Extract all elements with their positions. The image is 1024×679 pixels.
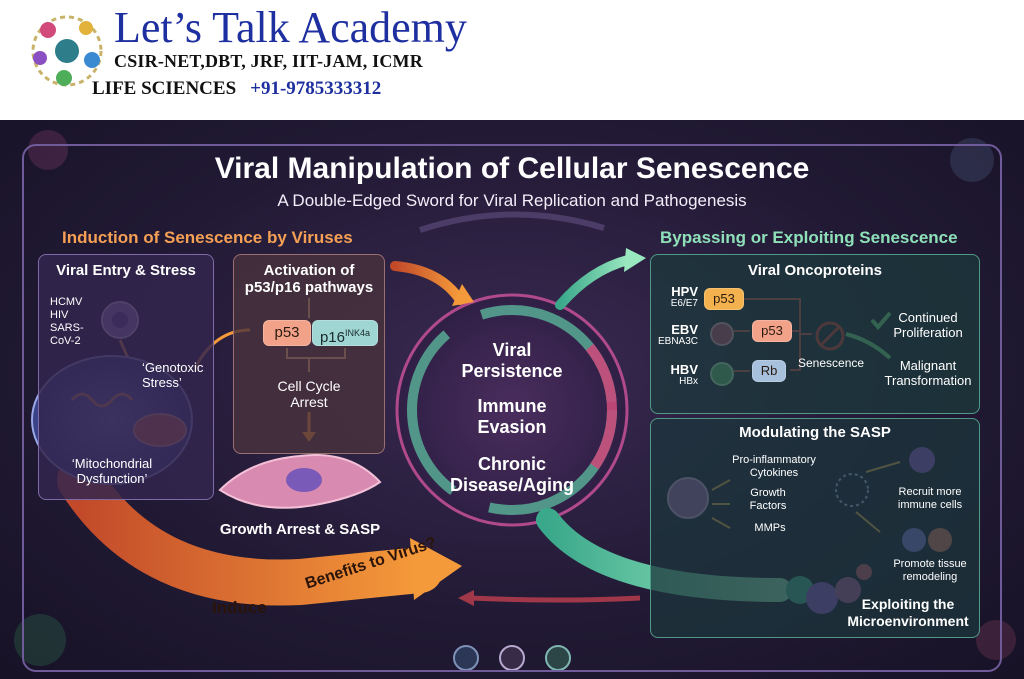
continued-proliferation-label: Continued Proliferation [893,310,962,340]
hbv-sub: HBx [679,376,698,387]
cytokines-line2: Cytokines [749,467,799,479]
brand-subtitle: CSIR-NET,DBT, JRF, IIT-JAM, ICMR [114,51,423,71]
cytokines-label: Pro-inflammatory Cytokines [732,454,816,480]
growth-arrest-label: Growth Arrest & SASP [219,521,381,538]
p16-pill: p16INK4a [312,320,378,346]
senescence-label: Senescence [798,356,865,370]
exploit-line2: Microenvironment [847,613,969,629]
decorative-virus-icon [14,130,1016,666]
genotoxic-label: ‘Genotoxic Stress’ [142,360,203,390]
virus-hcmv: HCMV [50,296,83,308]
arrest-line1: Cell Cycle [277,378,341,394]
header-banner: Let’s Talk Academy CSIR-NET,DBT, JRF, II… [0,0,1024,120]
continued-line1: Continued [898,310,958,325]
hpv-sub: E6/E7 [670,298,698,309]
hpv-name: HPV [671,284,698,299]
persistence-line2: Persistence [461,361,563,381]
p16-label: p16 [319,329,345,346]
exploit-line1: Exploiting the [861,596,955,612]
malignant-transformation-label: Malignant Transformation [885,358,972,388]
arrest-line2: Arrest [290,394,328,410]
arrow-to-center [390,261,465,305]
growth-line1: Growth [750,487,786,499]
genotoxic-line1: ‘Genotoxic [142,360,204,375]
mito-line2: Dysfunction’ [76,471,148,486]
pathway-panel [233,254,385,454]
poster-subtitle: A Double-Edged Sword for Viral Replicati… [277,191,747,210]
tissue-label: Promote tissue remodeling [893,558,966,584]
growth-line2: Factors [749,500,787,512]
oncoproteins-title: Viral Oncoproteins [748,262,882,279]
brand-life-sciences: LIFE SCIENCES [92,78,237,99]
pathway-title: Activation of p53/p16 pathways [245,262,373,296]
sasp-panel [650,418,980,638]
brand-phone: +91-9785333312 [250,78,382,99]
hbv-name: HBV [670,362,698,377]
poster-frame [22,144,1002,672]
pathway-title-line1: Activation of [263,262,355,279]
malignant-line1: Malignant [899,358,957,373]
continued-line2: Proliferation [893,325,963,340]
hbv-label: HBV HBx [650,362,698,388]
brand-line3: LIFE SCIENCES +91-9785333312 [92,78,381,100]
chronic-line1: Chronic [477,454,547,474]
oncoproteins-panel [650,254,980,414]
onco-p53b-pill: p53 [752,320,792,342]
induce-label: Induce [212,598,267,617]
arrow-to-bypass [555,255,633,310]
academy-logo-icon [31,15,103,87]
viral-entry-title: Viral Entry & Stress [56,262,196,279]
brand-title: Let’s Talk Academy [114,3,467,52]
tissue-line1: Promote tissue [893,558,967,570]
p53-pill: p53 [263,320,311,346]
return-arrow [469,595,641,603]
virus-hiv: HIV [50,309,69,321]
ebv-label: EBV EBNA3C [640,322,698,348]
pathway-title-line2: p53/p16 pathways [244,279,374,296]
mmps-label: MMPs [754,522,786,534]
induce-arrow [57,457,443,606]
evasion-line2: Evasion [477,417,547,437]
viral-entry-panel [38,254,214,500]
onco-p53-pill: p53 [704,288,744,310]
virus-list: HCMV HIV SARS- CoV-2 [50,296,84,348]
growth-factors-label: Growth Factors [750,487,787,513]
infographic: Viral Manipulation of Cellular Senescenc… [0,120,1024,679]
mito-label: ‘Mitochondrial Dysfunction’ [72,456,152,486]
persistence-line1: Viral [492,340,532,360]
bypass-section-title: Bypassing or Exploiting Senescence [660,228,958,247]
chronic-disease-label: Chronic Disease/Aging [450,454,574,496]
recruit-label: Recruit more immune cells [898,486,962,512]
chronic-line2: Disease/Aging [449,475,575,495]
evasion-line1: Immune [477,396,547,416]
recruit-line2: immune cells [897,499,963,511]
tissue-line2: remodeling [902,571,958,583]
center-ring [395,293,629,527]
recruit-line1: Recruit more [898,486,962,498]
rb-pill: Rb [752,360,786,382]
malignant-line2: Transformation [884,373,972,388]
virus-sars: SARS- [50,322,84,334]
ebv-sub: EBNA3C [657,336,698,347]
genotoxic-line2: Stress’ [142,375,182,390]
poster-title: Viral Manipulation of Cellular Senescenc… [214,152,810,185]
virus-cov2: CoV-2 [50,335,81,347]
p16-superscript: INK4a [345,328,371,338]
immune-evasion-label: Immune Evasion [477,396,546,438]
cell-cycle-arrest-label: Cell Cycle Arrest [277,378,340,410]
cytokines-line1: Pro-inflammatory [732,454,816,466]
exploit-label: Exploiting the Microenvironment [847,596,968,630]
viral-persistence-label: Viral Persistence [461,340,562,382]
hpv-label: HPV E6/E7 [650,284,698,310]
ebv-name: EBV [671,322,698,337]
induction-section-title: Induction of Senescence by Viruses [62,228,353,247]
mito-line1: ‘Mitochondrial [71,456,153,471]
sasp-title: Modulating the SASP [739,424,891,441]
